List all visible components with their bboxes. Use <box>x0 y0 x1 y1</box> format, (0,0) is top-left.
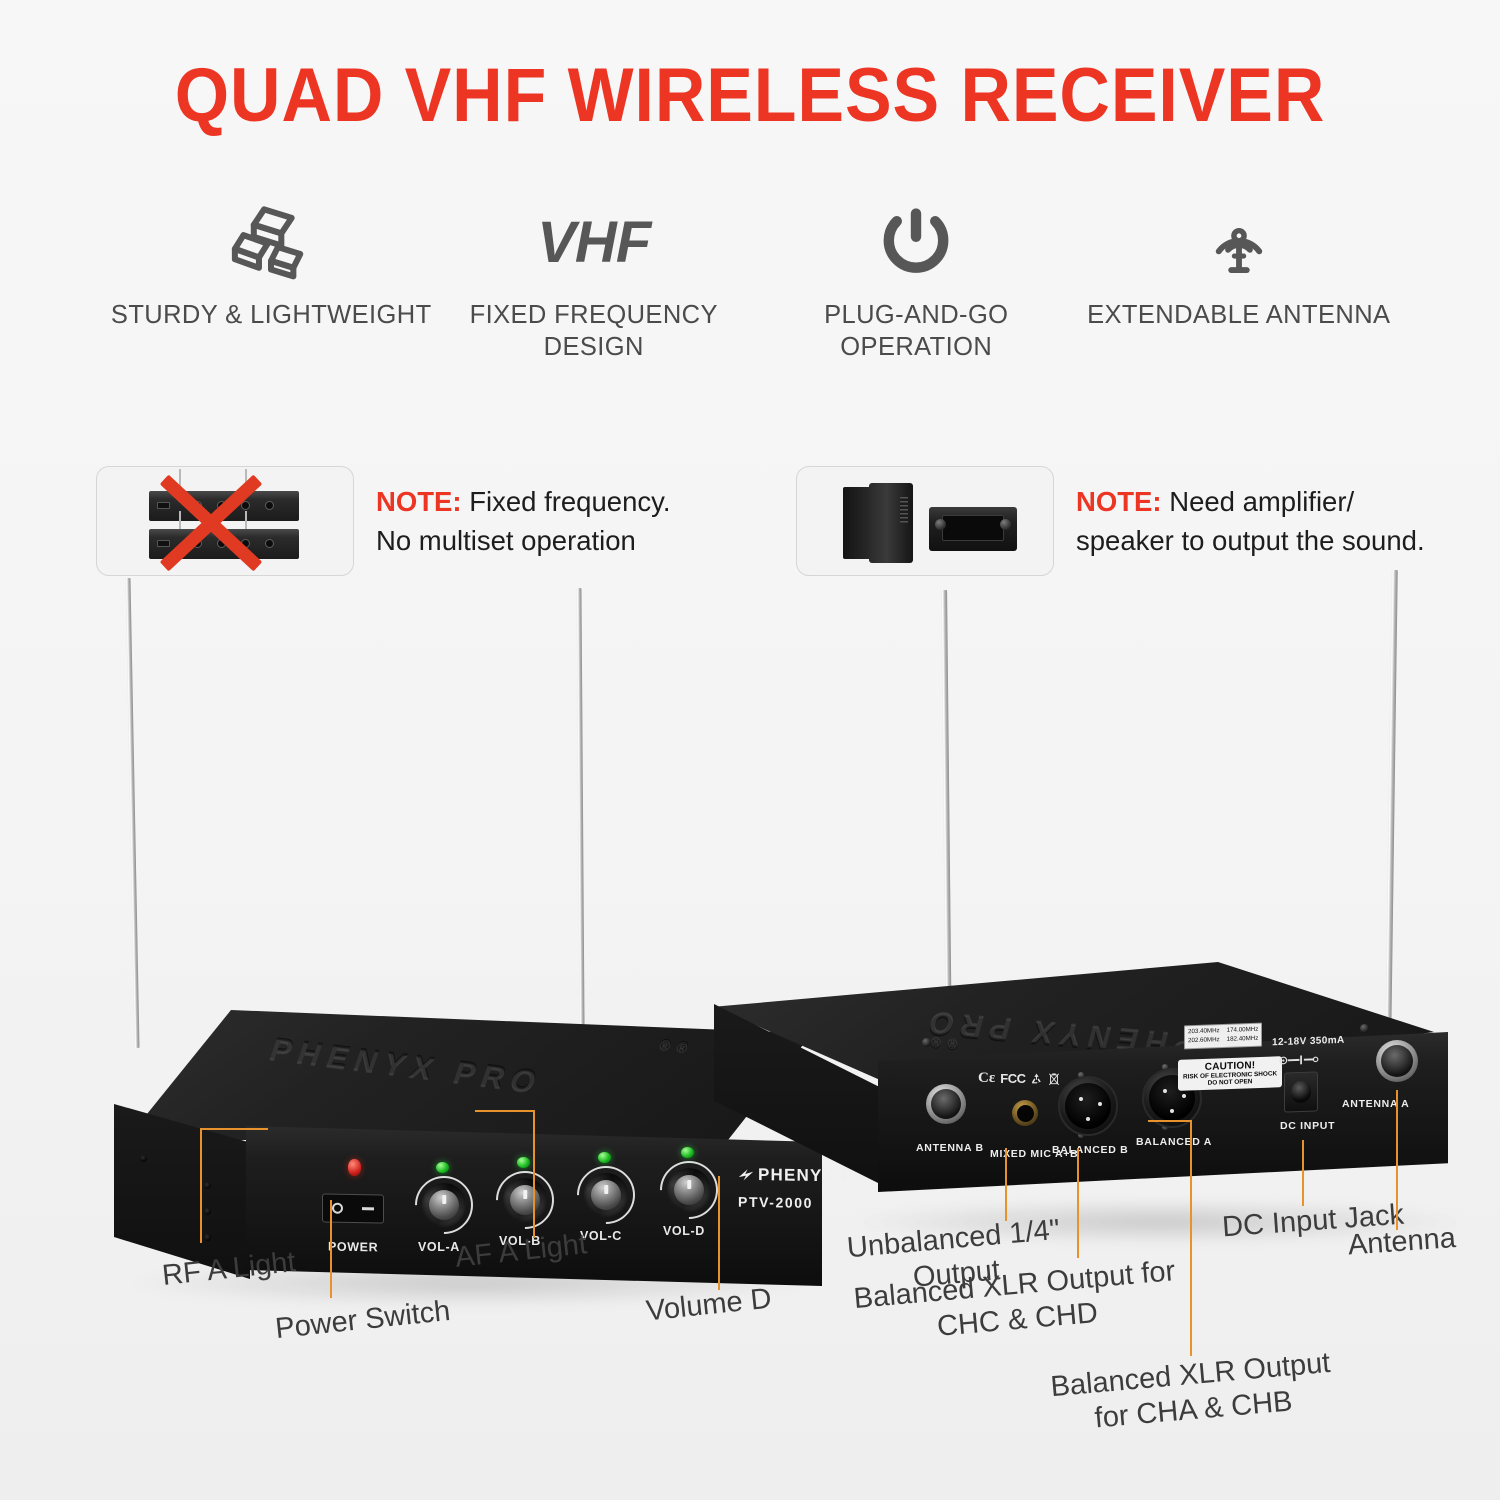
antenna-a-label: ANTENNA A <box>1342 1098 1410 1110</box>
feature-extendable-antenna: EXTENDABLE ANTENNA <box>1078 196 1401 366</box>
callout-stem-volume-d <box>718 1176 721 1290</box>
antenna-broadcast-icon <box>1200 196 1278 288</box>
feature-label: STURDY & LIGHTWEIGHT <box>110 301 432 329</box>
antenna-b-label: ANTENNA B <box>916 1142 984 1154</box>
callout-stem-unbalanced-output <box>1005 1148 1008 1221</box>
power-icon <box>876 196 956 288</box>
polarity-symbol-icon <box>1279 1055 1319 1065</box>
feature-label: PLUG-AND-GO OPERATION <box>824 301 1009 361</box>
callout-stem-dc-input-jack <box>1302 1140 1305 1206</box>
feature-row: STURDY & LIGHTWEIGHT VHF FIXED FREQUENCY… <box>110 196 1400 366</box>
product-photo-scene: PHENYX PRO ®® POWER <box>0 560 1500 1320</box>
feature-label: EXTENDABLE ANTENNA <box>1087 301 1391 329</box>
note-image-crossed-receivers <box>96 466 354 576</box>
volume-knob-b[interactable] <box>483 1158 567 1242</box>
af-a-light-led <box>436 1162 449 1173</box>
vhf-glyph: VHF <box>537 209 651 275</box>
volume-knob-a[interactable] <box>402 1163 486 1247</box>
feature-fixed-frequency: VHF FIXED FREQUENCY DESIGN <box>433 196 756 366</box>
caution-plate: CAUTION! RISK OF ELECTRONIC SHOCK DO NOT… <box>1178 1056 1283 1091</box>
callout-elbow-rf-a-light <box>200 1128 268 1131</box>
callout-stem-antenna <box>1396 1090 1399 1230</box>
af-c-light-led <box>598 1152 611 1163</box>
af-b-light-led <box>517 1157 530 1168</box>
balanced-b-xlr[interactable] <box>1058 1076 1118 1136</box>
stacked-blocks-icon <box>228 196 314 288</box>
mixed-mic-label: MIXED MIC A+B <box>990 1148 1079 1160</box>
speaker-front-icon <box>869 483 913 563</box>
callout-stem-rf-a-light <box>200 1128 203 1243</box>
fcc-mark: FCC <box>1000 1071 1026 1086</box>
balanced-b-label: BALANCED B <box>1052 1144 1129 1156</box>
ce-mark: Cε <box>978 1070 996 1086</box>
callout-stem-power-switch <box>330 1200 333 1298</box>
amplifier-icon <box>929 507 1017 551</box>
feature-label: FIXED FREQUENCY DESIGN <box>469 301 718 361</box>
unit-top-surface <box>126 1010 812 1140</box>
note-line-2: No multiset operation <box>376 525 636 556</box>
volume-b-label: VOL-B <box>499 1234 541 1248</box>
callout-stem-xlr-cha-chb <box>1190 1120 1193 1356</box>
frequency-row: 202.60MHz 182.40MHz <box>1188 1035 1258 1046</box>
freq-cell: 182.40MHz <box>1226 1034 1259 1043</box>
volume-knob-d[interactable] <box>647 1148 731 1232</box>
receiver-rear-unit: PHENYX PRO ®® ANTENNA B Cε FCC <box>700 950 1460 1240</box>
note-line-1: Need amplifier/ <box>1161 485 1355 517</box>
front-brand-block: PHENYX PRO ® PTV-2000 <box>738 1165 891 1213</box>
volume-c-label: VOL-C <box>580 1229 622 1243</box>
rf-a-light-led <box>348 1159 361 1176</box>
callout-xlr-cha-chb: Balanced XLR Output for CHA & CHB <box>1049 1346 1332 1435</box>
antenna-b-mount[interactable] <box>926 1084 966 1124</box>
af-d-light-led <box>681 1147 694 1158</box>
antenna-rod-front-left <box>125 577 140 1049</box>
feature-sturdy-lightweight: STURDY & LIGHTWEIGHT <box>110 196 433 366</box>
note-line-2: speaker to output the sound. <box>1076 525 1425 556</box>
weee-icon <box>1049 1072 1060 1085</box>
recycle-icon <box>1032 1073 1042 1084</box>
phenyx-logo-icon <box>738 1169 754 1181</box>
callout-elbow-xlr-cha-chb <box>1148 1120 1190 1123</box>
antenna-rod-front-right <box>576 587 585 1029</box>
certification-marks: Cε FCC <box>978 1070 1060 1087</box>
volume-knob-c[interactable] <box>564 1153 648 1237</box>
callout-stem-xlr-chc-chd <box>1077 1148 1080 1258</box>
freq-cell: 202.60MHz <box>1188 1036 1220 1045</box>
dc-input-label: DC INPUT <box>1280 1120 1336 1132</box>
note-image-speaker-amp <box>796 466 1054 576</box>
note-fixed-frequency: NOTE: Fixed frequency. No multiset opera… <box>96 466 670 576</box>
note-text: NOTE: Need amplifier/ speaker to output … <box>1076 482 1425 560</box>
callout-elbow-af-a-light <box>475 1110 535 1113</box>
callout-stem-af-a-light <box>533 1110 536 1238</box>
antenna-a-mount[interactable] <box>1376 1040 1418 1082</box>
dc-input-jack[interactable] <box>1284 1071 1318 1113</box>
feature-plug-and-go: PLUG-AND-GO OPERATION <box>755 196 1078 366</box>
note-line-1: Fixed frequency. <box>461 485 671 517</box>
vhf-text-icon: VHF <box>537 196 651 288</box>
stacked-receivers-graphic <box>149 469 299 563</box>
page-title: QUAD VHF WIRELESS RECEIVER <box>174 53 1326 138</box>
note-keyword: NOTE: <box>1076 485 1162 517</box>
balanced-a-label: BALANCED A <box>1136 1136 1213 1148</box>
note-keyword: NOTE: <box>376 485 462 517</box>
note-text: NOTE: Fixed frequency. No multiset opera… <box>376 482 670 560</box>
frequency-plate: 203.40MHz 174.00MHz 202.60MHz 182.40MHz <box>1184 1022 1263 1050</box>
volume-d-label: VOL-D <box>663 1224 705 1238</box>
mixed-mic-jack[interactable] <box>1012 1100 1038 1126</box>
volume-a-label: VOL-A <box>418 1240 460 1254</box>
note-need-amplifier: NOTE: Need amplifier/ speaker to output … <box>796 466 1425 576</box>
power-label: POWER <box>328 1239 379 1255</box>
